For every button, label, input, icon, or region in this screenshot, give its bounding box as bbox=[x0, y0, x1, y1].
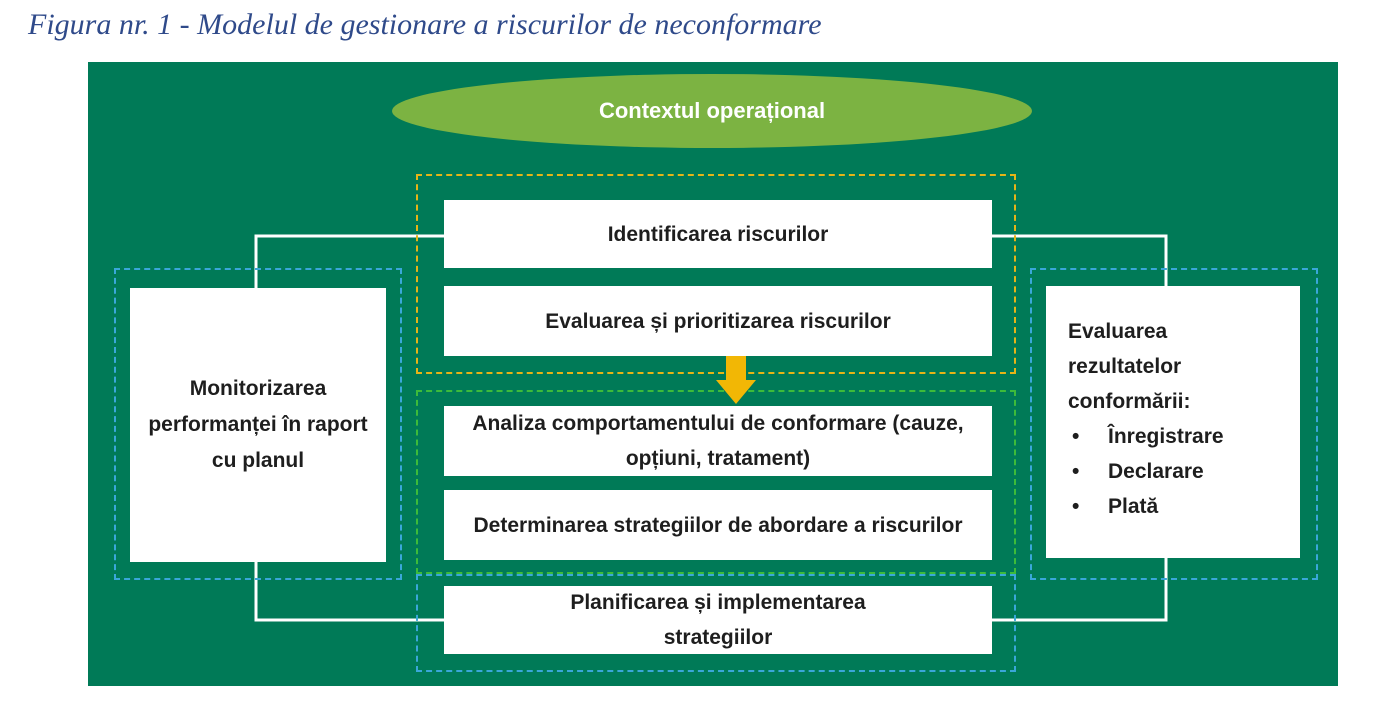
connector-bottom-left bbox=[254, 562, 444, 622]
down-arrow-icon bbox=[716, 356, 756, 404]
compliance-results-title: Evaluarea rezultatelor conformării: bbox=[1068, 320, 1191, 413]
step-planificarea-implementarea: Planificarea și implementarea strategiil… bbox=[444, 586, 992, 654]
step-label: Analiza comportamentului de conformare (… bbox=[472, 412, 964, 470]
dashed-group-cyan-left bbox=[114, 268, 402, 580]
compliance-results-list: Înregistrare Declarare Plată bbox=[1068, 419, 1282, 524]
compliance-results-box: Evaluarea rezultatelor conformării: Înre… bbox=[1046, 286, 1300, 558]
step-label: Planificarea și implementarea strategiil… bbox=[570, 591, 866, 649]
step-evaluarea-prioritizarea: Evaluarea și prioritizarea riscurilor bbox=[444, 286, 992, 356]
context-label: Contextul operațional bbox=[598, 98, 826, 123]
step-determinarea-strategiilor: Determinarea strategiilor de abordare a … bbox=[444, 490, 992, 560]
dashed-group-green-analysis bbox=[416, 390, 1016, 574]
context-ellipse: Contextul operațional bbox=[392, 74, 1032, 148]
monitoring-box: Monitorizarea performanței în raport cu … bbox=[130, 288, 386, 562]
dashed-group-cyan-right bbox=[1030, 268, 1318, 580]
dashed-group-cyan-bottom bbox=[416, 574, 1016, 672]
monitoring-label: Monitorizarea performanței în raport cu … bbox=[148, 377, 368, 472]
step-label: Evaluarea și prioritizarea riscurilor bbox=[545, 309, 891, 333]
dashed-group-yellow-assessment bbox=[416, 174, 1016, 374]
list-item: Declarare bbox=[1068, 454, 1282, 489]
connector-top-left bbox=[254, 234, 444, 288]
step-label: Determinarea strategiilor de abordare a … bbox=[473, 513, 963, 537]
list-item: Plată bbox=[1068, 489, 1282, 524]
step-identificarea-riscurilor: Identificarea riscurilor bbox=[444, 200, 992, 268]
figure-caption: Figura nr. 1 - Modelul de gestionare a r… bbox=[28, 8, 822, 41]
step-analiza-comportamentului: Analiza comportamentului de conformare (… bbox=[444, 406, 992, 476]
step-label: Identificarea riscurilor bbox=[607, 222, 829, 246]
list-item: Înregistrare bbox=[1068, 419, 1282, 454]
